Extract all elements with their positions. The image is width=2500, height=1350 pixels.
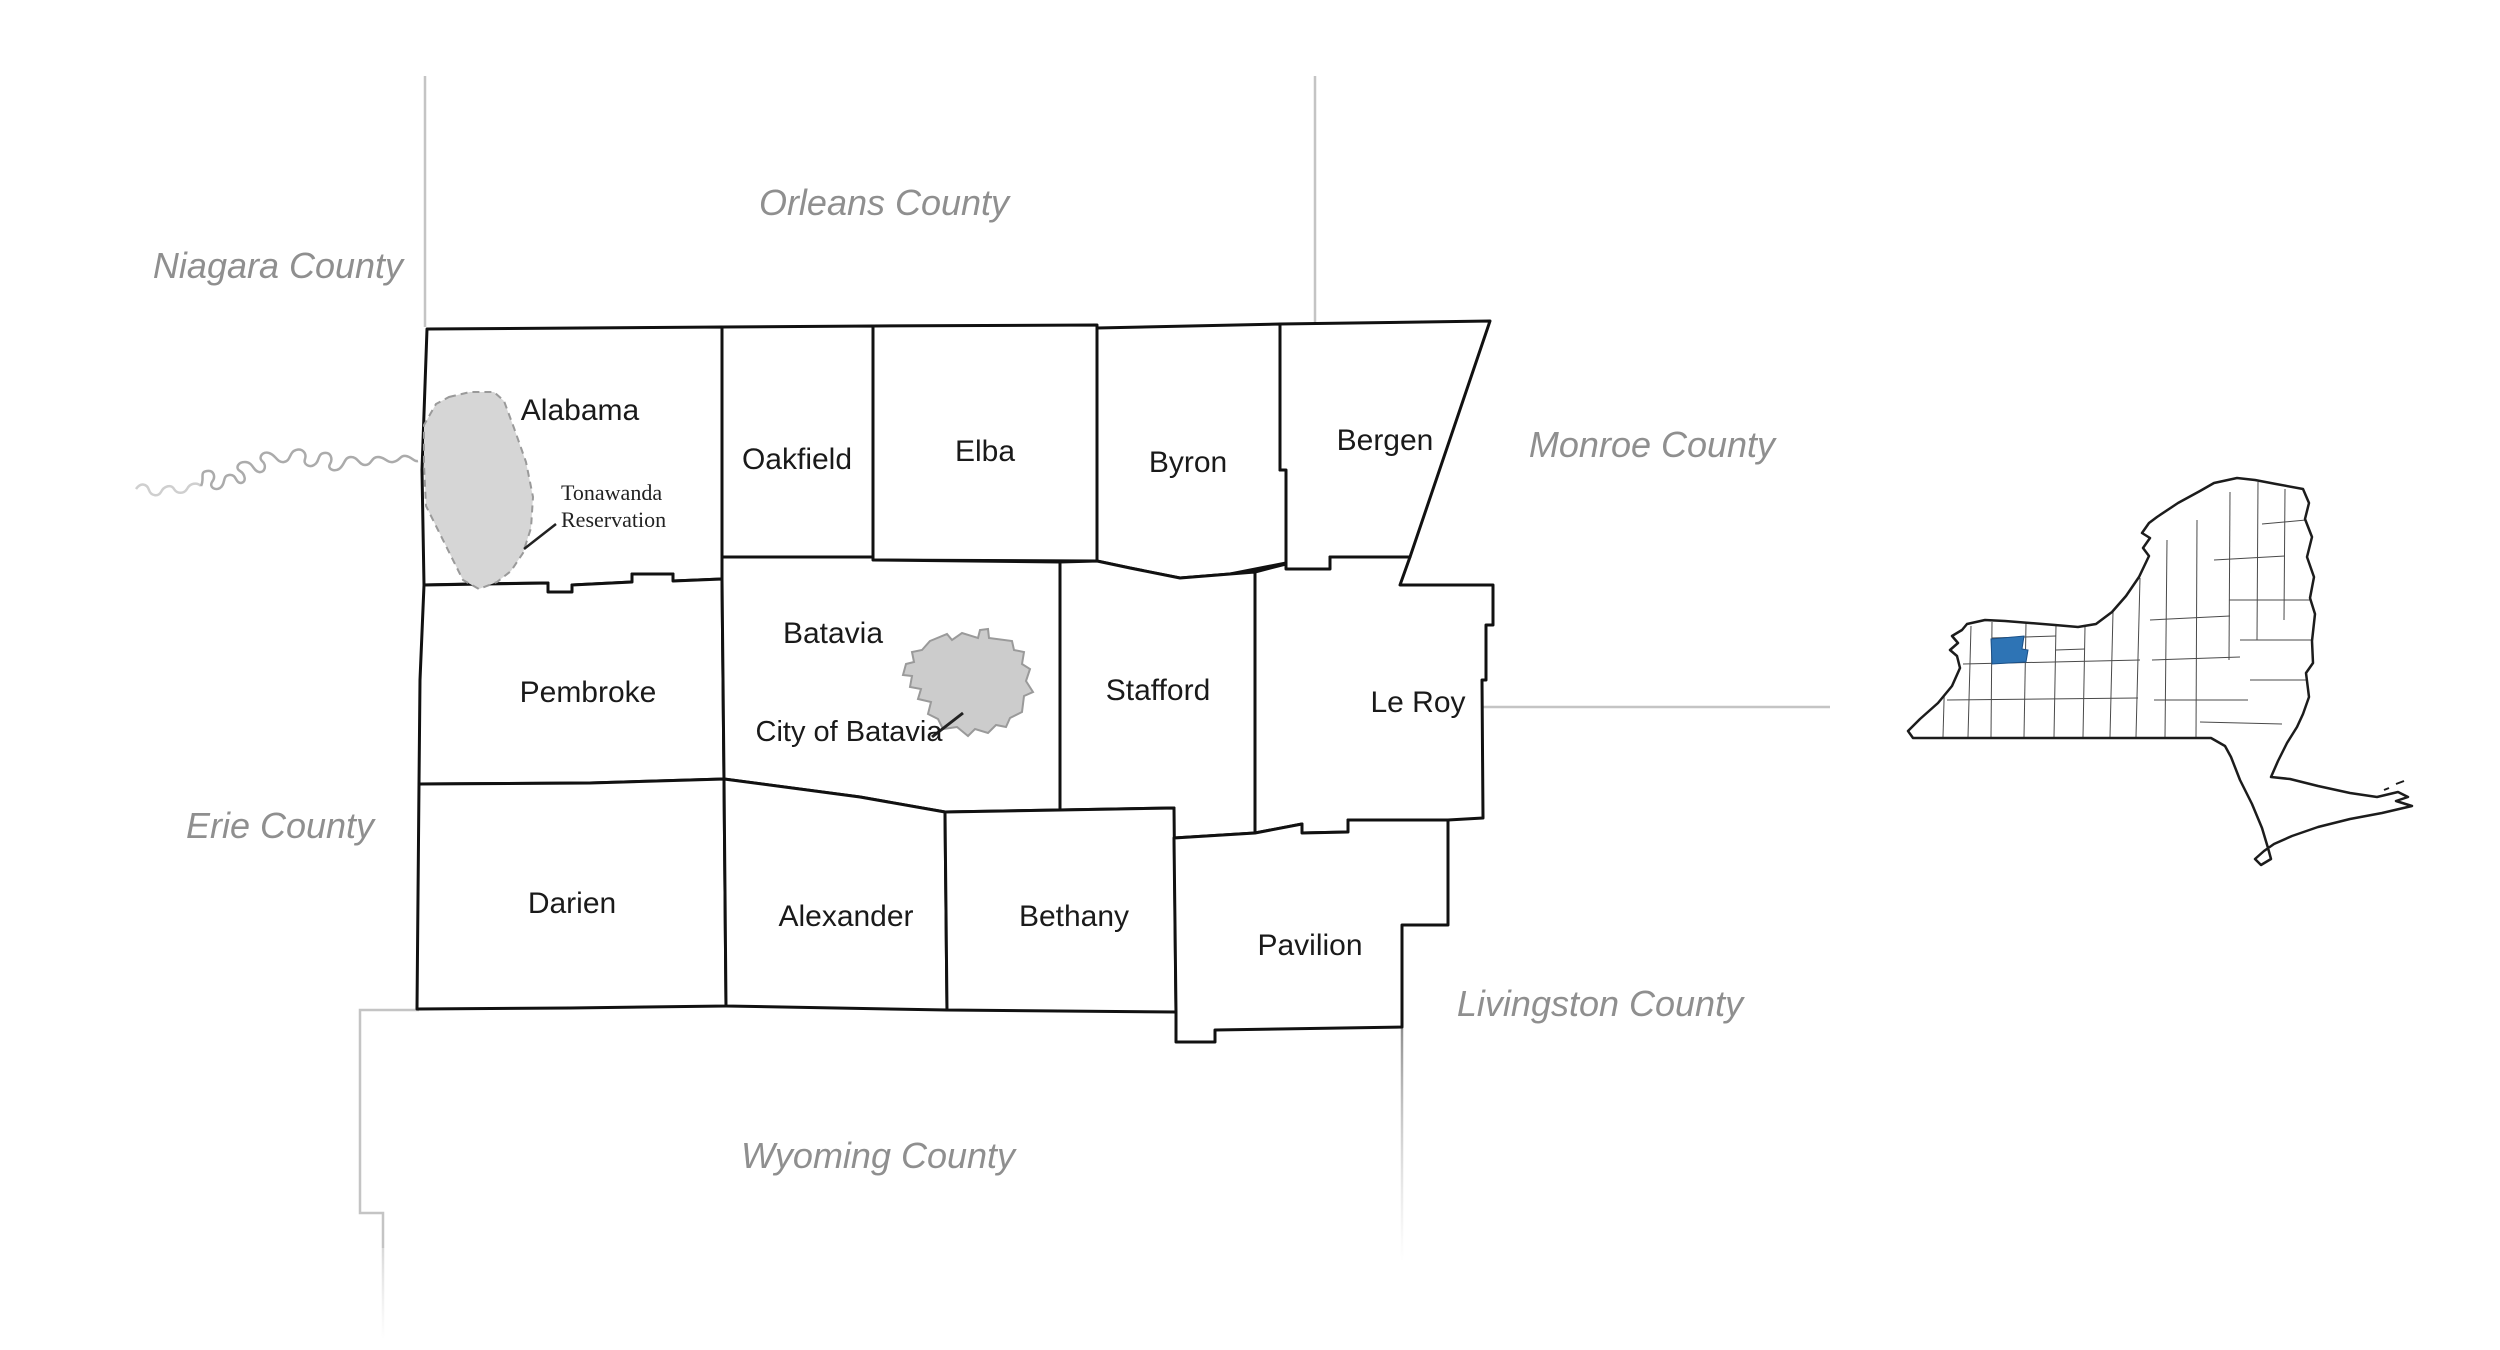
- reservation-leader-line: [523, 523, 557, 550]
- tonawanda-creek-tail: [134, 482, 202, 497]
- town-pavilion-shape: [1172, 818, 1450, 1044]
- town-alexander-shape: [722, 777, 949, 1012]
- town-darien-label: Darien: [528, 887, 616, 920]
- county-livingston-label: Livingston County: [1457, 983, 1745, 1024]
- county-monroe-label: Monroe County: [1529, 424, 1777, 465]
- county-orleans-label: Orleans County: [759, 182, 1011, 223]
- town-stafford-label: Stafford: [1106, 674, 1211, 707]
- long-island-islets: [2383, 780, 2405, 791]
- reservation-label-line2: Reservation: [561, 507, 666, 532]
- county-niagara-label: Niagara County: [153, 245, 405, 286]
- town-oakfield-shape: [720, 324, 875, 559]
- town-alexander-label: Alexander: [778, 900, 913, 933]
- county-wyoming-label: Wyoming County: [741, 1135, 1017, 1176]
- town-pavilion-label: Pavilion: [1257, 929, 1362, 962]
- city-leader-line: [931, 711, 964, 739]
- town-pembroke-label: Pembroke: [520, 676, 657, 709]
- city-of-batavia-area: [901, 627, 1035, 738]
- town-alabama-label: Alabama: [521, 394, 640, 427]
- tonawanda-reservation-area: [423, 391, 535, 591]
- city-of-batavia-label: City of Batavia: [756, 716, 944, 748]
- town-oakfield-label: Oakfield: [742, 443, 852, 476]
- county-erie-label: Erie County: [186, 805, 376, 846]
- town-bergen-label: Bergen: [1337, 424, 1434, 457]
- inset-county-lines: [1942, 481, 2313, 738]
- reservation-label-line1: Tonawanda: [561, 480, 662, 505]
- inset-genesee-county-highlight: [1990, 635, 2029, 665]
- town-byron-label: Byron: [1149, 446, 1227, 479]
- ny-state-inset: [1906, 476, 2414, 867]
- county-line-erie-wyoming: [358, 1008, 419, 1248]
- town-elba-label: Elba: [955, 435, 1015, 468]
- tonawanda-creek: [199, 448, 419, 491]
- town-leroy-label: Le Roy: [1370, 686, 1465, 719]
- town-batavia-label: Batavia: [783, 617, 883, 650]
- ny-state-outline: [1906, 476, 2414, 867]
- town-bethany-label: Bethany: [1019, 900, 1129, 933]
